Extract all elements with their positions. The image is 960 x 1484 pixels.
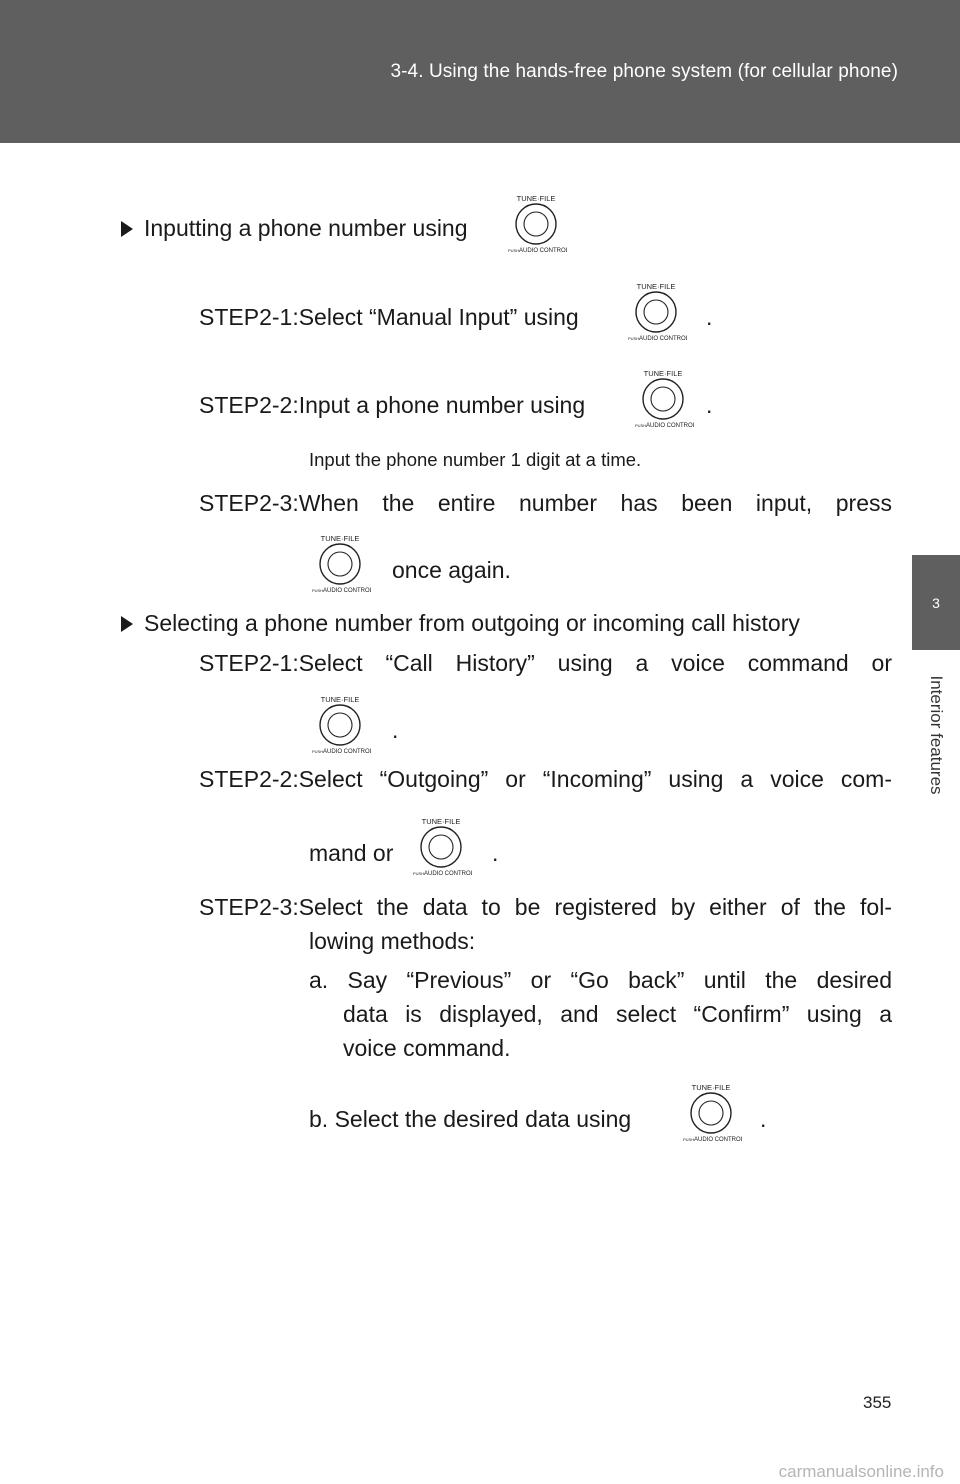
knob-inner-ring [327,712,353,738]
knob-top-label: TUNE·FILE [517,194,556,203]
knob-push-label: PUSH [312,749,323,754]
history-step-1: STEP2-1:Select “Call History” using a vo… [199,650,892,676]
knob-push-label: PUSH [413,871,424,876]
knob-push-label: PUSH [683,1137,694,1142]
triangle-bullet-icon [121,616,133,632]
manual-step-2: STEP2-2:Input a phone number using [199,392,586,418]
knob-bottom-label: AUDIO CONTROL [323,749,371,755]
knob-inner-ring [428,834,454,860]
knob-top-label: TUNE·FILE [644,369,683,378]
manual-step-1-period: . [706,304,713,330]
history-step-1-period: . [392,717,399,743]
knob-bottom-label: AUDIO CONTROL [323,588,371,594]
history-step-2-period: . [492,840,499,866]
call-history-heading: Selecting a phone number from outgoing o… [121,609,800,637]
triangle-bullet-icon [121,221,133,237]
manual-step-3-continued: once again. [392,557,511,583]
knob-bottom-label: AUDIO CONTROL [519,248,567,254]
method-b: b. Select the desired data using [309,1106,632,1132]
knob-bottom-label: AUDIO CONTROL [646,423,694,429]
knob-bottom-label: AUDIO CONTROL [639,336,687,342]
history-step-3-continued: lowing methods: [309,928,476,954]
knob-push-label: PUSH [628,336,639,341]
knob-push-label: PUSH [312,588,323,593]
page-header: 3-4. Using the hands-free phone system (… [0,0,960,143]
knob-bottom-label: AUDIO CONTROL [694,1137,742,1143]
chapter-label: Interior features [927,675,946,795]
knob-inner-ring [523,211,549,237]
section-title: 3-4. Using the hands-free phone system (… [390,61,898,82]
manual-note: Input the phone number 1 digit at a time… [309,449,642,470]
chapter-tab: 3 [912,555,960,650]
method-b-period: . [760,1106,767,1132]
method-a-line-1: a. Say “Previous” or “Go back” until the… [309,967,892,993]
chapter-number: 3 [932,594,940,611]
knob-inner-ring [327,551,353,577]
knob-top-label: TUNE·FILE [692,1083,731,1092]
knob-push-label: PUSH [508,248,519,253]
knob-inner-ring [698,1100,724,1126]
knob-inner-ring [643,299,669,325]
knob-push-label: PUSH [635,423,646,428]
knob-top-label: TUNE·FILE [637,282,676,291]
manual-step-3: STEP2-3:When the entire number has been … [199,490,892,516]
history-step-3: STEP2-3:Select the data to be registered… [199,894,892,920]
knob-inner-ring [650,386,676,412]
knob-bottom-label: AUDIO CONTROL [424,871,472,877]
watermark: carmanualsonline.info [778,1462,944,1481]
method-a-line-3: voice command. [343,1035,511,1061]
method-a-line-2: data is displayed, and select “Confirm” … [343,1001,892,1027]
history-step-2: STEP2-2:Select “Outgoing” or “Incoming” … [199,766,892,792]
knob-top-label: TUNE·FILE [321,534,360,543]
knob-top-label: TUNE·FILE [422,817,461,826]
manual-input-heading: Inputting a phone number using [121,214,468,242]
history-step-2-continued: mand or [309,840,394,866]
knob-top-label: TUNE·FILE [321,695,360,704]
page-number: 355 [863,1393,892,1412]
manual-step-1: STEP2-1:Select “Manual Input” using [199,304,579,330]
manual-step-2-period: . [706,392,713,418]
